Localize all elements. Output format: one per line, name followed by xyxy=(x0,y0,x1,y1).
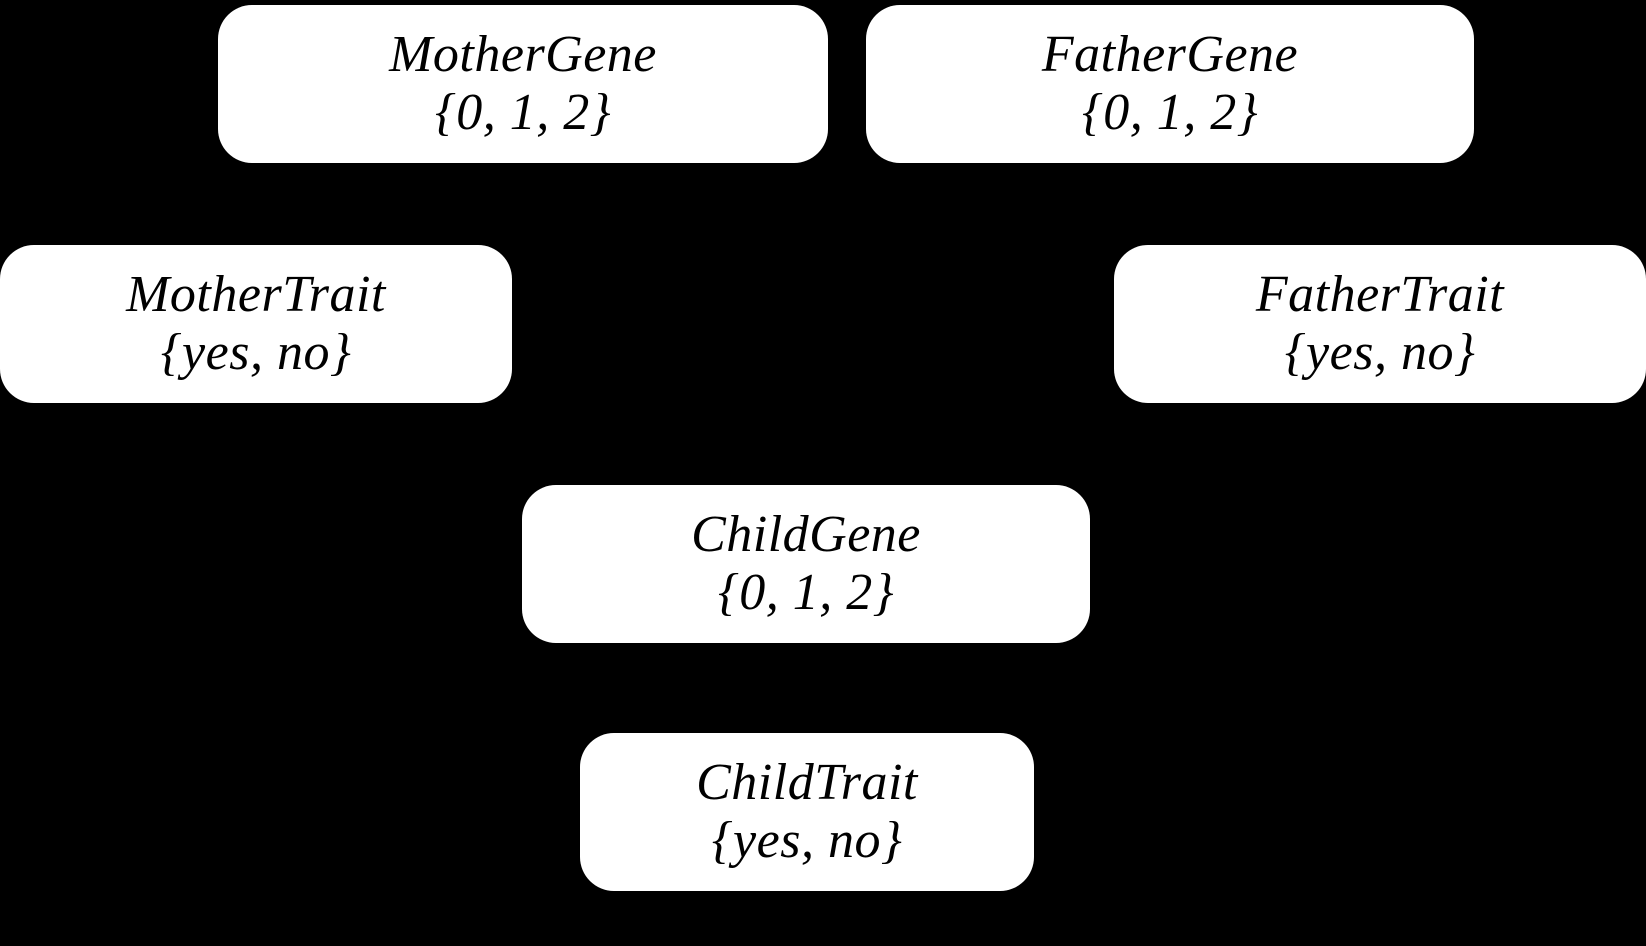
node-domain: {0, 1, 2} xyxy=(1081,84,1259,141)
node-father-gene[interactable]: FatherGene{0, 1, 2} xyxy=(866,5,1474,163)
node-child-gene[interactable]: ChildGene{0, 1, 2} xyxy=(522,485,1090,643)
node-label: MotherGene xyxy=(389,25,657,83)
node-domain: {yes, no} xyxy=(1284,324,1476,381)
node-label: ChildTrait xyxy=(696,753,918,811)
node-father-trait[interactable]: FatherTrait{yes, no} xyxy=(1114,245,1646,403)
node-label: MotherTrait xyxy=(126,265,386,323)
node-label: FatherGene xyxy=(1041,25,1299,83)
node-domain: {0, 1, 2} xyxy=(434,84,612,141)
node-domain: {yes, no} xyxy=(711,812,903,869)
node-label: FatherTrait xyxy=(1255,265,1505,323)
node-mother-trait[interactable]: MotherTrait{yes, no} xyxy=(0,245,512,403)
node-label: ChildGene xyxy=(691,505,921,563)
node-domain: {yes, no} xyxy=(160,324,352,381)
node-domain: {0, 1, 2} xyxy=(717,564,895,621)
node-child-trait[interactable]: ChildTrait{yes, no} xyxy=(580,733,1034,891)
node-mother-gene[interactable]: MotherGene{0, 1, 2} xyxy=(218,5,828,163)
